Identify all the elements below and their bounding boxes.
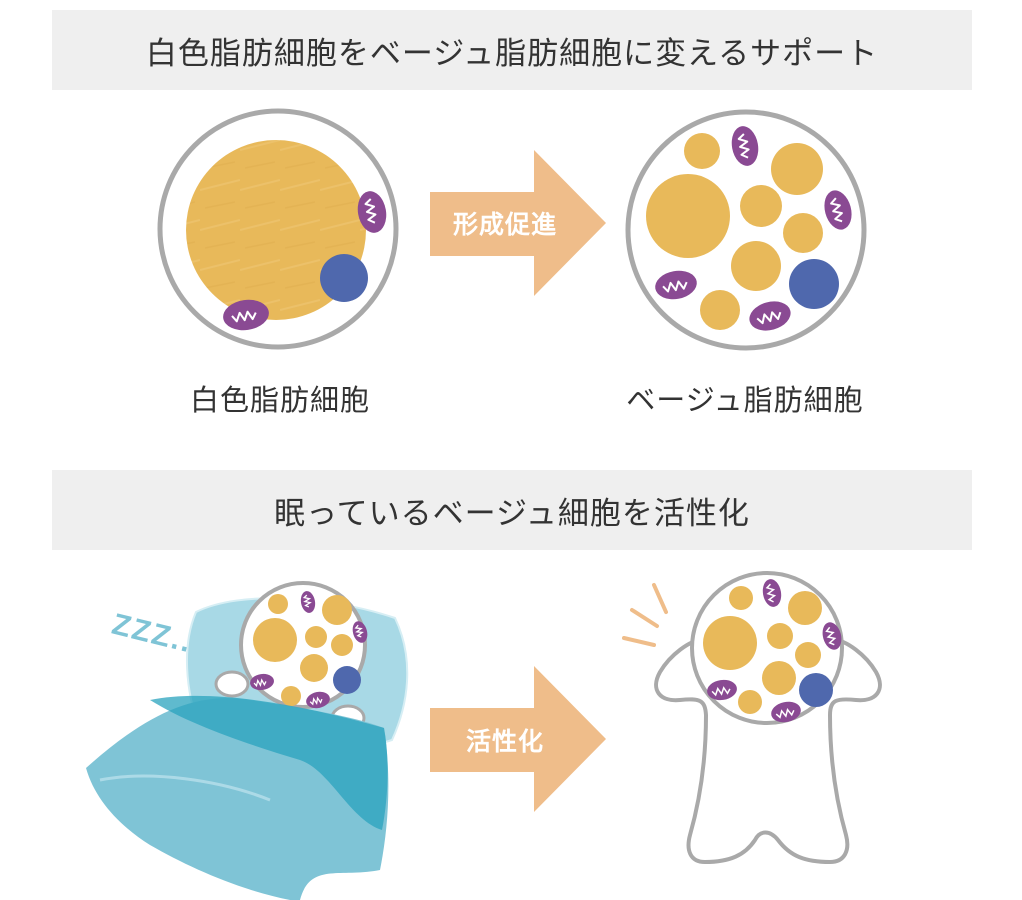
fat-droplet bbox=[684, 133, 720, 169]
caption-beige-text: ベージュ脂肪細胞 bbox=[626, 383, 864, 417]
caption-beige-fat-cell: ベージュ脂肪細胞 bbox=[580, 376, 910, 420]
arrow-label-formation: 形成促進 bbox=[452, 210, 557, 239]
fat-droplet bbox=[783, 213, 823, 253]
beige-fat-cell bbox=[625, 109, 867, 351]
nucleus bbox=[320, 254, 368, 302]
awake-character bbox=[622, 571, 882, 864]
fat-droplet bbox=[700, 290, 740, 330]
mitochondria-icon bbox=[824, 190, 852, 230]
mitochondria-icon bbox=[223, 299, 269, 331]
fat-droplet bbox=[771, 143, 823, 195]
caption-white-text: 白色脂肪細胞 bbox=[189, 383, 370, 417]
nucleus bbox=[789, 259, 839, 309]
sleeping-character bbox=[86, 581, 409, 900]
section-title-formation: 白色脂肪細胞をベージュ脂肪細胞に変えるサポート bbox=[145, 35, 879, 72]
blanket-fold bbox=[150, 695, 388, 830]
mitochondria-icon bbox=[731, 126, 759, 166]
fat-droplet bbox=[740, 185, 782, 227]
section-header-formation: 白色脂肪細胞をベージュ脂肪細胞に変えるサポート bbox=[52, 10, 972, 90]
mitochondria-icon bbox=[749, 301, 791, 331]
fat-droplet bbox=[646, 174, 730, 258]
caption-white-fat-cell: 白色脂肪細胞 bbox=[150, 376, 410, 420]
white-fat-cell bbox=[157, 108, 399, 350]
arrow-formation bbox=[430, 150, 606, 296]
excitement-lines bbox=[622, 583, 668, 647]
sleep-text: ZZZ.. bbox=[109, 608, 196, 660]
mitochondria-icon bbox=[357, 191, 387, 233]
arrow-activation bbox=[430, 666, 606, 812]
mitochondria-icon bbox=[655, 270, 697, 300]
arrow-label-activation: 活性化 bbox=[465, 727, 544, 756]
section-header-activation: 眠っているベージュ細胞を活性化 bbox=[52, 470, 972, 550]
fat-droplet bbox=[731, 241, 781, 291]
section-title-activation: 眠っているベージュ細胞を活性化 bbox=[274, 495, 750, 532]
